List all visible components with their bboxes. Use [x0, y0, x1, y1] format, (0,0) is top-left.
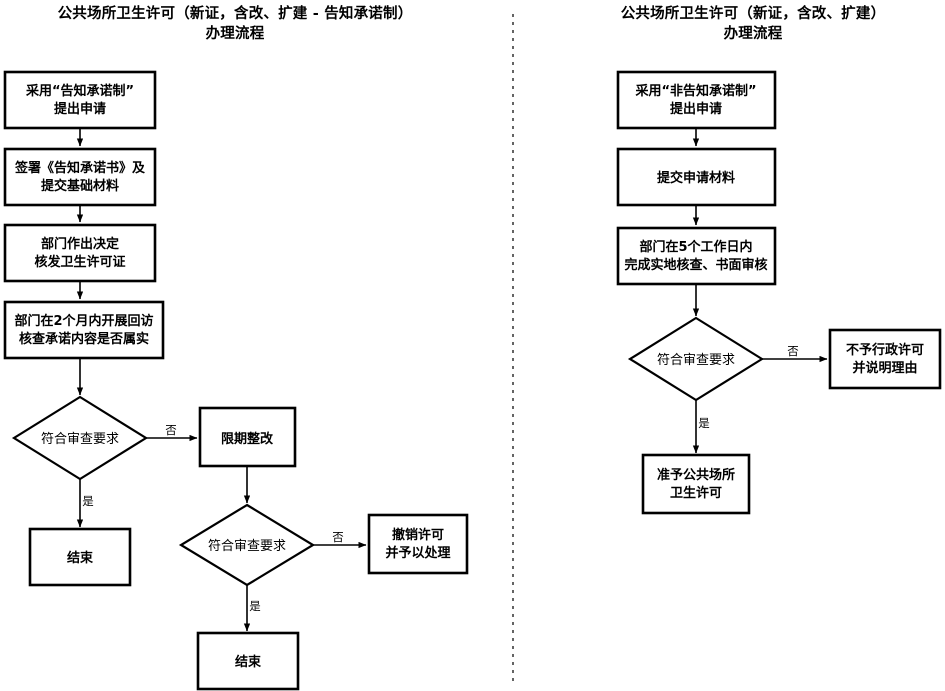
node-left-end2[interactable]: 结束: [196, 631, 300, 691]
node-left-apply[interactable]: 采用“告知承诺制” 提出申请: [3, 70, 157, 130]
node-right-apply[interactable]: 采用“非告知承诺制” 提出申请: [616, 70, 777, 130]
node-right-submit-shape: [616, 147, 777, 207]
node-left-sign-shape: [3, 147, 157, 207]
node-left-check2[interactable]: 符合审查要求: [178, 503, 316, 587]
node-left-check2-label: 符合审查要求: [208, 538, 286, 554]
node-left-check1-label: 符合审查要求: [41, 431, 119, 447]
right-flow-group: 公共场所卫生许可（新证，含改、扩建） 办理流程 采用“非告知承诺制” 提出申请 …: [616, 4, 942, 515]
edge-label-right-check-yes: 是: [698, 416, 710, 430]
node-left-sign-line2: 提交基础材料: [41, 178, 119, 194]
edge-label-left-check1-no: 否: [165, 423, 177, 437]
node-left-end2-label: 结束: [235, 654, 262, 670]
edge-label-right-check-no: 否: [787, 344, 799, 358]
node-right-grant-line2: 卫生许可: [670, 485, 722, 501]
node-left-decide-shape: [3, 223, 157, 283]
node-right-apply-line2: 提出申请: [670, 101, 722, 117]
node-left-decide-line1: 部门作出决定: [41, 236, 119, 252]
node-left-revoke-line1: 撤销许可: [392, 527, 444, 543]
node-right-apply-shape: [616, 70, 777, 130]
node-left-end1-label: 结束: [67, 550, 94, 566]
node-right-deny-line2: 并说明理由: [852, 360, 917, 376]
node-right-review-shape: [616, 226, 777, 286]
node-right-grant-shape: [641, 453, 751, 515]
node-left-apply-shape: [3, 70, 157, 130]
left-flow-title-line1: 公共场所卫生许可（新证，含改、扩建 - 告知承诺制）: [58, 4, 413, 22]
node-left-sign[interactable]: 签署《告知承诺书》及 提交基础材料: [3, 147, 157, 207]
node-left-revisit-line1: 部门在2个月内开展回访: [14, 313, 153, 329]
node-left-rectify[interactable]: 限期整改: [198, 406, 297, 468]
node-left-revoke-line2: 并予以处理: [385, 545, 450, 561]
node-left-end1[interactable]: 结束: [28, 527, 132, 587]
node-left-end2-shape: [196, 631, 300, 691]
left-flow-group: 公共场所卫生许可（新证，含改、扩建 - 告知承诺制） 办理流程 采用“告知承诺制…: [3, 4, 469, 691]
node-left-revisit-line2: 核查承诺内容是否属实: [19, 331, 149, 347]
edge-label-left-check1-yes: 是: [82, 494, 94, 508]
node-left-revoke-shape: [367, 513, 469, 575]
right-flow-title-line2: 办理流程: [724, 24, 783, 42]
node-right-deny[interactable]: 不予行政许可 并说明理由: [828, 328, 942, 390]
node-left-sign-line1: 签署《告知承诺书》及: [14, 160, 146, 176]
node-left-rectify-shape: [198, 406, 297, 468]
node-right-deny-line1: 不予行政许可: [846, 342, 924, 358]
node-left-revisit-shape: [3, 300, 165, 360]
node-right-deny-shape: [828, 328, 942, 390]
node-left-rectify-label: 限期整改: [221, 431, 274, 447]
node-left-check1[interactable]: 符合审查要求: [11, 395, 149, 481]
node-left-revisit[interactable]: 部门在2个月内开展回访 核查承诺内容是否属实: [3, 300, 165, 360]
node-right-grant[interactable]: 准予公共场所 卫生许可: [641, 453, 751, 515]
node-right-check-label: 符合审查要求: [657, 352, 735, 368]
node-left-decide-line2: 核发卫生许可证: [34, 254, 125, 270]
node-right-submit-label: 提交申请材料: [657, 170, 735, 186]
node-right-review-line2: 完成实地核查、书面审核: [624, 257, 767, 273]
edge-label-left-check2-yes: 是: [249, 599, 261, 613]
node-left-apply-line2: 提出申请: [54, 101, 106, 117]
node-left-revoke[interactable]: 撤销许可 并予以处理: [367, 513, 469, 575]
right-flow-title-line1: 公共场所卫生许可（新证，含改、扩建）: [621, 4, 886, 22]
node-left-decide[interactable]: 部门作出决定 核发卫生许可证: [3, 223, 157, 283]
node-right-submit[interactable]: 提交申请材料: [616, 147, 777, 207]
node-right-review[interactable]: 部门在5个工作日内 完成实地核查、书面审核: [616, 226, 777, 286]
node-left-apply-line1: 采用“告知承诺制”: [25, 83, 134, 99]
node-right-grant-line1: 准予公共场所: [657, 467, 735, 483]
node-left-end1-shape: [28, 527, 132, 587]
left-flow-title-line2: 办理流程: [206, 24, 265, 42]
node-right-check[interactable]: 符合审查要求: [627, 316, 765, 402]
edge-label-left-check2-no: 否: [332, 530, 344, 544]
node-right-review-line1: 部门在5个工作日内: [639, 239, 752, 255]
node-right-apply-line1: 采用“非告知承诺制”: [634, 83, 756, 99]
